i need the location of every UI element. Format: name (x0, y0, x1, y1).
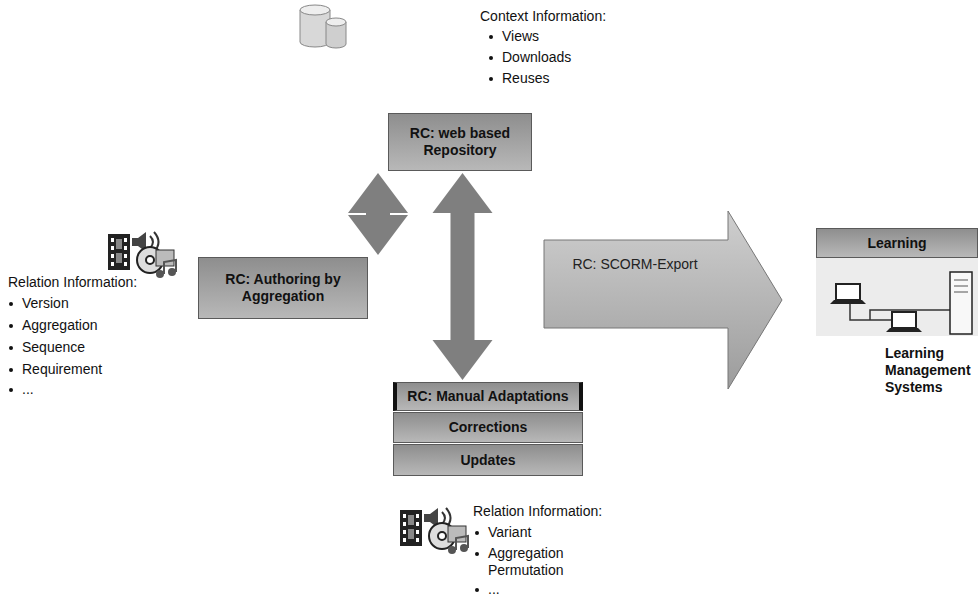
note-heading: Relation Information: (8, 274, 137, 291)
bullet-dot (475, 588, 479, 592)
note-heading: Context Information: (480, 8, 606, 25)
list-item: Version (22, 295, 69, 312)
list-item: Reuses (502, 70, 549, 87)
node-text: RC: SCORM-Export (572, 256, 697, 272)
arrow-head (433, 340, 493, 380)
bullet-dot (489, 56, 493, 60)
list-item: ... (488, 581, 500, 598)
bullet-dot (9, 346, 13, 350)
arrow-head (348, 173, 408, 213)
bullet-dot (9, 324, 13, 328)
block-arrow: RC: SCORM-Export (543, 210, 783, 390)
node-text: RC: web based Repository (397, 125, 523, 159)
note-heading: Relation Information: (473, 503, 602, 520)
process-box: Updates (393, 444, 583, 476)
node-text: Updates (460, 452, 515, 469)
bullet-dot (489, 77, 493, 81)
arrow-head (348, 215, 408, 255)
block-connector (433, 173, 493, 380)
arrow-shaft (451, 213, 475, 340)
arrow-head (433, 173, 493, 213)
repository-box: RC: web based Repository (388, 113, 532, 171)
node-text: RC: Authoring by Aggregation (207, 271, 359, 305)
list-item: Views (502, 28, 539, 45)
network-panel (816, 258, 978, 336)
process-box: RC: Manual Adaptations (393, 382, 583, 411)
list-item: ... (22, 381, 34, 398)
system-header: Learning (816, 228, 978, 258)
bullet-dot (475, 531, 479, 535)
list-item: Requirement (22, 361, 102, 378)
process-box: Corrections (393, 412, 583, 443)
list-item: Aggregation (22, 317, 98, 334)
node-text: Learning (867, 235, 926, 252)
bullet-dot (9, 388, 13, 392)
node-text: RC: Manual Adaptations (407, 388, 568, 405)
bullet-dot (489, 35, 493, 39)
list-item: Sequence (22, 339, 85, 356)
system-caption: Learning Management Systems (885, 345, 977, 396)
list-item: Aggregation Permutation (488, 545, 580, 579)
process-box: RC: Authoring by Aggregation (198, 257, 368, 319)
arrow-shaft (366, 213, 390, 215)
bullet-dot (475, 552, 479, 556)
block-connector (348, 173, 408, 255)
arrow-shape (543, 210, 783, 390)
node-text: Corrections (449, 419, 528, 436)
list-item: Downloads (502, 49, 571, 66)
bullet-dot (9, 302, 13, 306)
list-item: Variant (488, 524, 531, 541)
database-icon (300, 5, 346, 48)
bullet-dot (9, 368, 13, 372)
